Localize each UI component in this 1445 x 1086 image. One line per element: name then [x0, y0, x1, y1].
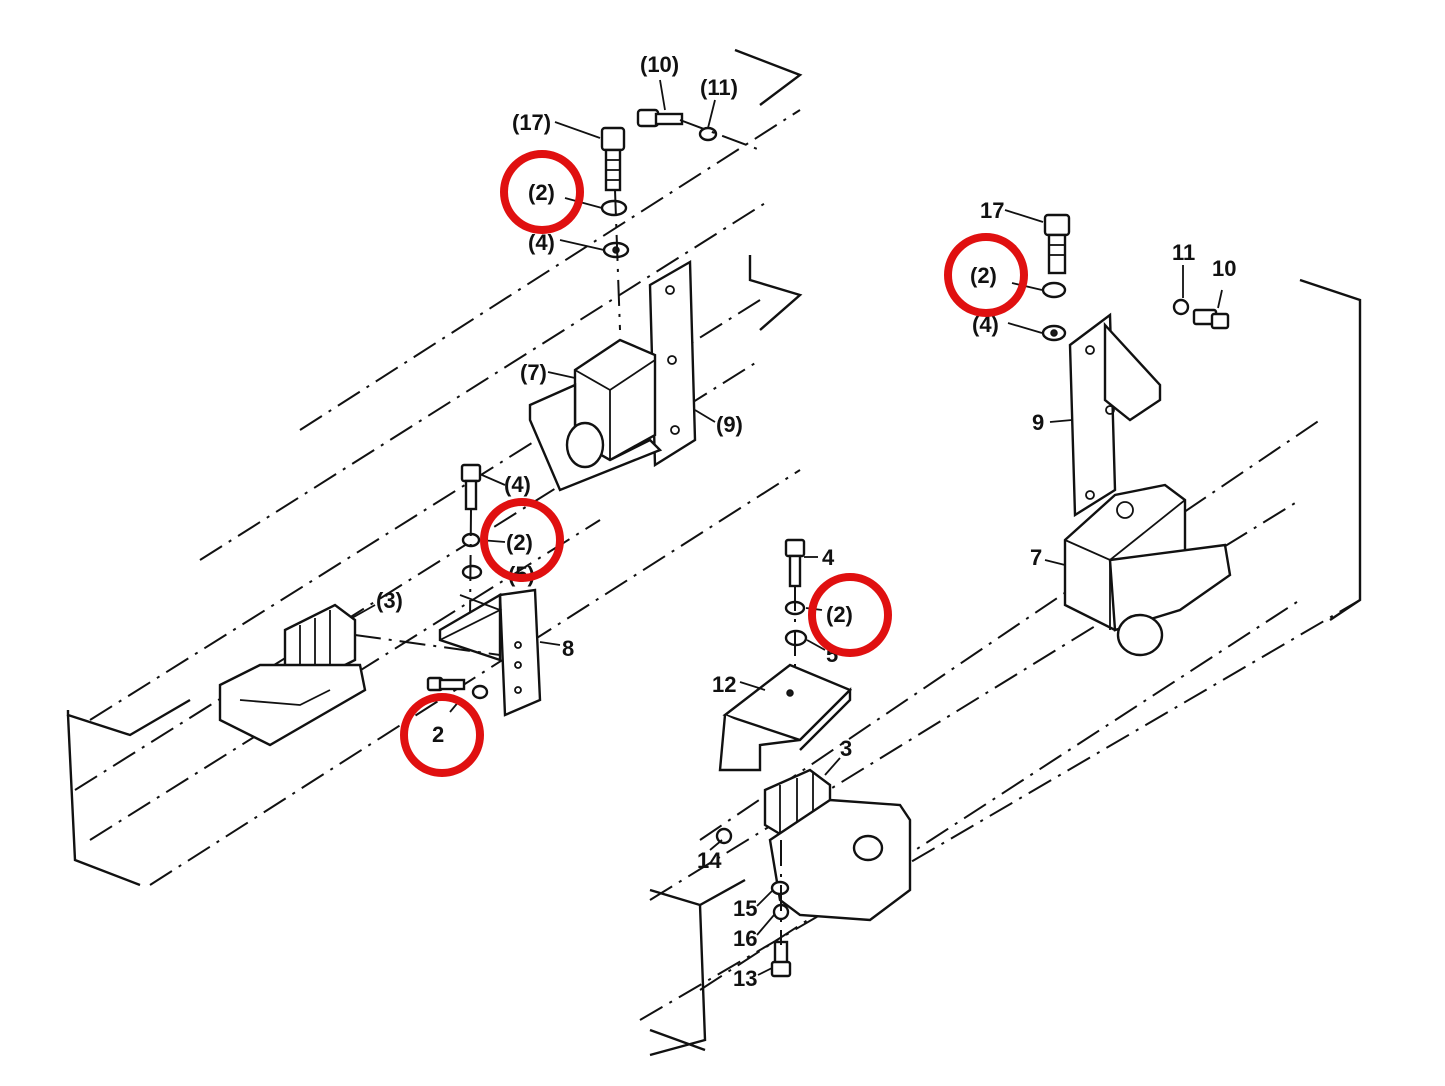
label-tl-7: (7)	[520, 360, 547, 385]
label-tl-9: (9)	[716, 412, 743, 437]
ring-ml-2	[480, 498, 564, 582]
label-ml-3: (3)	[376, 588, 403, 613]
label-tr-17: 17	[980, 198, 1004, 223]
label-tl-4: (4)	[528, 230, 555, 255]
label-tr-9: 9	[1032, 410, 1044, 435]
label-ml-2: (2)	[506, 530, 533, 555]
ring-tr-2	[944, 233, 1028, 317]
leader-lines	[351, 79, 1223, 976]
ring-ml-2b	[400, 693, 484, 777]
label-bm-12: 12	[712, 672, 736, 697]
chassis-outline-left	[66, 48, 803, 887]
label-tr-11: 11	[1172, 240, 1195, 265]
top-left-assembly	[528, 108, 761, 492]
top-right-assembly	[1041, 213, 1232, 657]
ring-tl-2	[500, 150, 584, 234]
label-bm-15: 15	[733, 896, 757, 921]
part-labels: (10) (11) (17) (2) (4) (7) (9) (4) (2) (…	[376, 52, 1236, 991]
label-tr-7: 7	[1030, 545, 1042, 570]
bottom-middle-assembly	[715, 538, 912, 978]
label-bm-16: 16	[733, 926, 757, 951]
label-tl-10: (10)	[640, 52, 679, 77]
label-ml-4: (4)	[504, 472, 531, 497]
label-bm-4: 4	[822, 545, 835, 570]
label-tl-2: (2)	[528, 180, 555, 205]
label-bm-14: 14	[697, 848, 722, 873]
highlight-rings	[400, 150, 1028, 777]
label-bm-2: (2)	[826, 602, 853, 627]
label-tl-17: (17)	[512, 110, 551, 135]
middle-left-assembly	[218, 463, 542, 747]
label-bm-3: 3	[840, 736, 852, 761]
label-tl-11: (11)	[700, 75, 738, 100]
label-tr-2: (2)	[970, 263, 997, 288]
label-ml-8: 8	[562, 636, 574, 661]
label-bm-13: 13	[733, 966, 757, 991]
label-ml-2b: 2	[432, 722, 444, 747]
label-tr-10: 10	[1212, 256, 1236, 281]
ring-bm-2	[808, 573, 892, 657]
